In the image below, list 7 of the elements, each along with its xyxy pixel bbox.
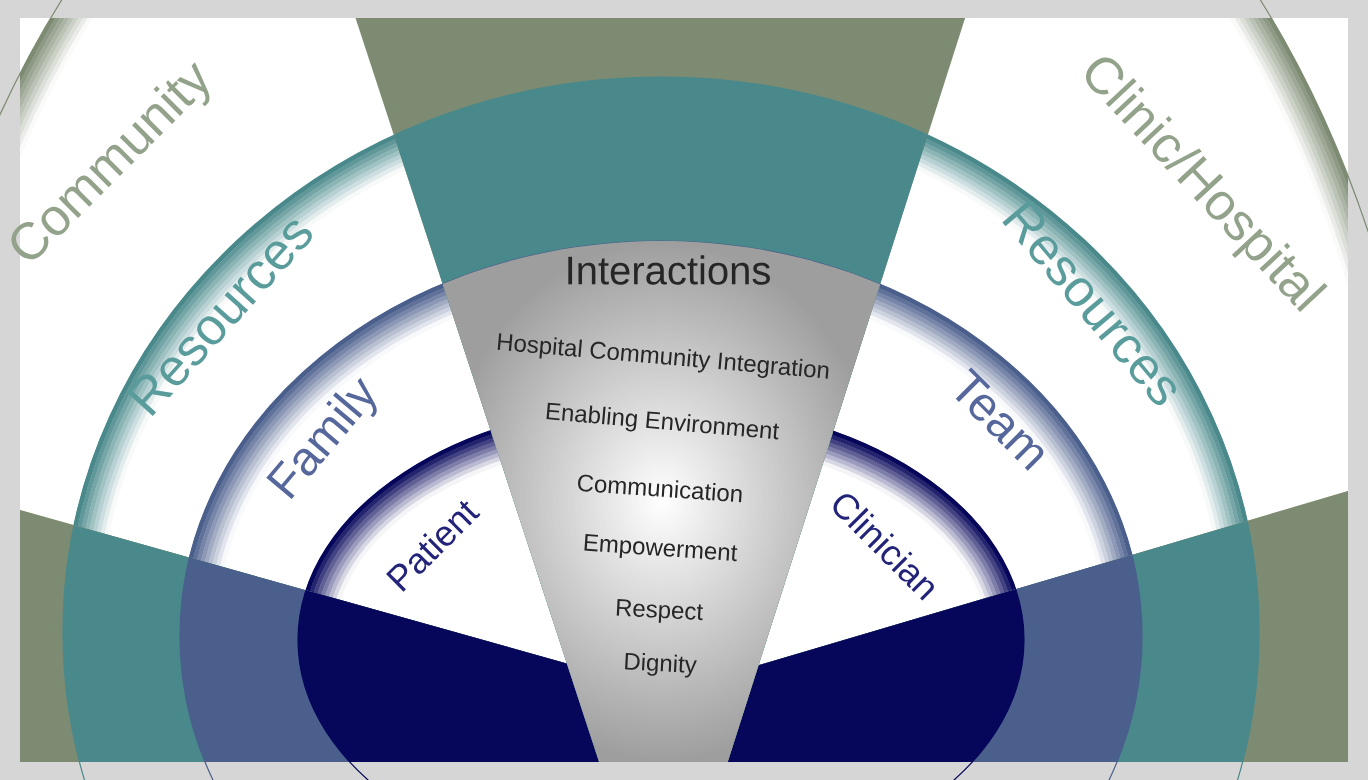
wedge-label: Interactions: [568, 255, 770, 285]
wedge-label: Enabling Environment: [546, 402, 780, 440]
wedge-label: Empowerment: [584, 534, 738, 562]
wedge-label: Hospital Community Integration: [497, 333, 829, 379]
wedge-label: Respect: [616, 599, 703, 623]
wedge-label: Dignity: [625, 652, 697, 678]
wedge-label: Communication: [578, 474, 742, 503]
